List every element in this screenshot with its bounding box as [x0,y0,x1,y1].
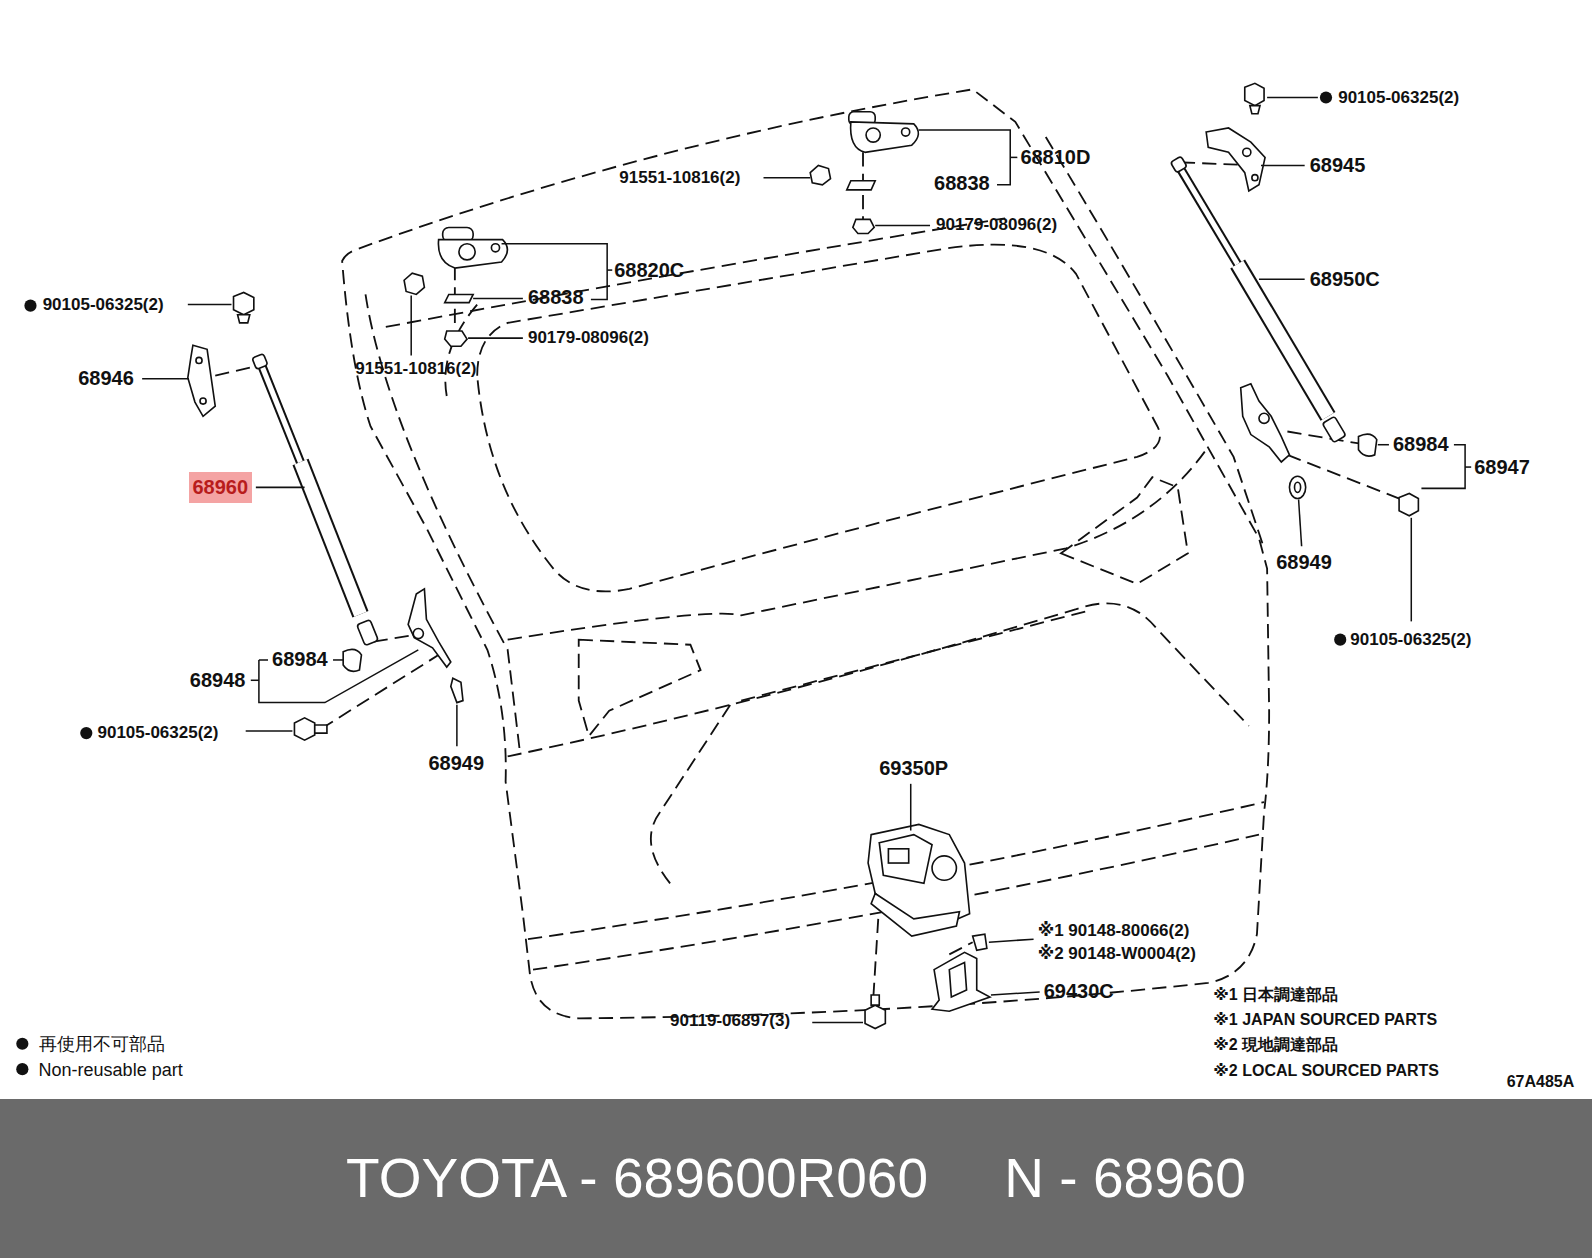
callout-number: 68838 [528,287,584,308]
callout-number: ※1 日本調達部品 [1213,987,1338,1004]
legend-text: Non-reusable part [39,1061,183,1080]
callout-number: 68950C [1310,269,1380,290]
callout-number: 90179-08096(2) [936,216,1057,234]
callout-number: 68949 [1276,552,1332,573]
callout-number: 68949 [428,753,484,774]
callout-number: 91551-10816(2) [619,169,740,187]
callout-number: 68984 [1393,434,1449,455]
callout-number: ※2 90148-W0004(2) [1038,945,1196,963]
callout-number: 68984 [272,649,328,670]
callout-number: ※2 現地調達部品 [1213,1037,1338,1054]
band-text: TOYOTA - 689600R060 N - 68960 [346,1148,1246,1209]
callout-number: 90105-06325(2) [43,296,164,314]
callout-number: 90105-06325(2) [97,724,218,742]
callout-number: 68945 [1310,155,1366,176]
callout-number: 90105-06325(2) [1350,631,1471,649]
callout-number: ※1 JAPAN SOURCED PARTS [1213,1012,1437,1029]
callout-number: 68820C [614,260,684,281]
callout-number: 90119-06897(3) [670,1012,790,1030]
callout-number: 69430C [1044,981,1114,1002]
callout-number: 90105-06325(2) [1338,89,1459,107]
callout-number: 68960 [193,476,249,498]
callout-number: 68838 [934,173,990,194]
callout-number: 67A485A [1507,1074,1575,1091]
callout-number: 68810D [1020,147,1090,168]
callout-number: 91551-10816(2) [355,360,476,378]
callout-number: 69350P [879,758,948,779]
callout-number: 68947 [1474,457,1530,478]
callout-number: 68946 [78,368,134,389]
part-number-band: TOYOTA - 689600R060 N - 68960 [0,1099,1592,1258]
highlighted-callout: 68960 [189,472,253,503]
callout-number: 68948 [190,670,246,691]
legend-text: 再使用不可部品 [39,1035,165,1054]
callout-number: ※2 LOCAL SOURCED PARTS [1213,1063,1439,1080]
callout-number: 90179-08096(2) [528,329,649,347]
callout-number: ※1 90148-80066(2) [1038,922,1190,940]
